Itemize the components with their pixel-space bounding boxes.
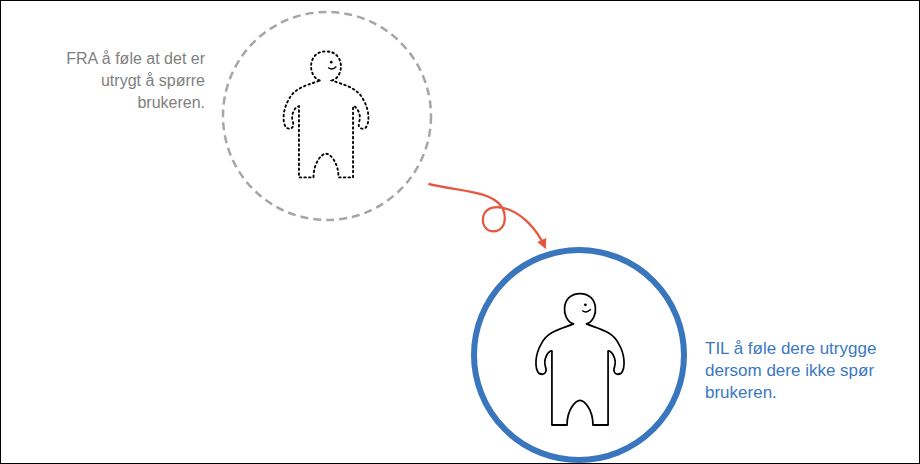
circle-outline (223, 12, 431, 220)
circle-outline (474, 250, 684, 460)
figure-outline (536, 294, 624, 425)
figure-smile (328, 66, 336, 68)
circle-node: TIL å føle dere utrygge dersom dere ikke… (474, 250, 684, 460)
loop-arrow (428, 184, 545, 247)
figure-eye (584, 303, 587, 306)
node-caption: TIL å føle dere utrygge dersom dere ikke… (705, 338, 895, 404)
node-caption: FRA å føle at det er utrygt å spørre bru… (30, 48, 205, 114)
figure-outline (284, 51, 369, 177)
circle-node: FRA å føle at det er utrygt å spørre bru… (223, 12, 431, 220)
circle-border (474, 250, 684, 460)
dotted-person-figure (274, 46, 378, 186)
figure-eye (330, 61, 333, 64)
circle-border (223, 12, 431, 220)
solid-person-figure (526, 288, 634, 434)
figure-smile (582, 309, 591, 312)
